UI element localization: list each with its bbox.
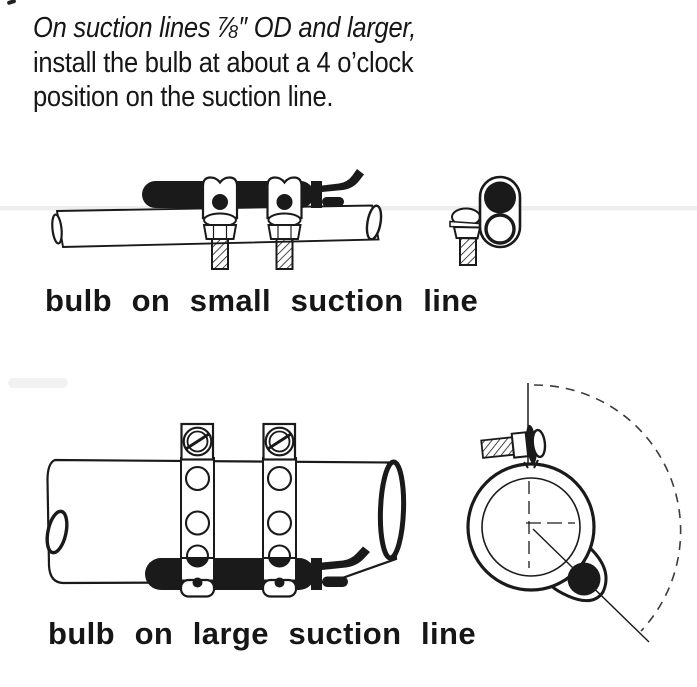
bulb-clamp-right [266, 176, 303, 271]
instruction-line-3: position on the suction line. [33, 81, 334, 113]
instruction-text: On suction lines ⅞″ OD and larger, insta… [33, 11, 416, 115]
pipe-end-opening [365, 204, 383, 241]
large-suction-pipe [45, 458, 407, 585]
four-oclock-arc [533, 384, 682, 632]
end-view-bulb [484, 181, 516, 214]
hose-clamp-bolt [480, 424, 547, 464]
scan-smudge [8, 378, 68, 388]
sensing-bulb [142, 169, 364, 208]
small-line-end-view [449, 175, 522, 266]
capillary-fork-upper [322, 169, 364, 192]
large-suction-line-diagram [8, 378, 682, 643]
pipe-left-end [51, 213, 63, 245]
caption-large-line: bulb on large suction line [48, 616, 477, 651]
large-line-end-view [466, 383, 682, 643]
pipe-end-opening [377, 459, 407, 561]
end-view-tube [484, 213, 516, 245]
perforated-strap-right [261, 422, 298, 598]
bolt-thread [480, 436, 515, 459]
small-suction-line-diagram [0, 169, 697, 271]
end-view-bulb [567, 562, 601, 596]
caption-small-line: bulb on small suction line [45, 283, 479, 318]
instruction-line-2: install the bulb at about a 4 o’clock [33, 46, 414, 79]
scan-speck [6, 0, 17, 6]
capillary-fork-lower [322, 197, 344, 207]
bulb-clamp-left [201, 176, 239, 271]
perforated-strap-left [179, 422, 216, 598]
end-view-tube-inner [481, 477, 581, 577]
capillary-fork-lower [322, 576, 348, 587]
clamp-screw-thread [459, 237, 477, 266]
instruction-line-1: On suction lines ⅞″ OD and larger, [33, 12, 417, 44]
capillary-fork-upper [322, 546, 370, 570]
pipe-left-end [45, 509, 69, 555]
